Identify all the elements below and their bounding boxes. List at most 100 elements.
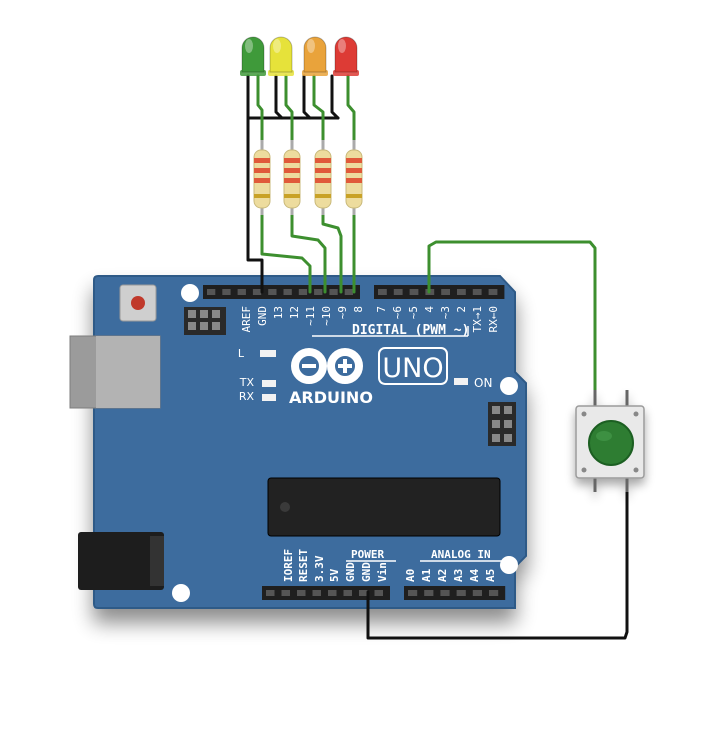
header-pin[interactable] <box>424 590 434 596</box>
analog-label: ANALOG IN <box>431 548 491 561</box>
digital-pin-label: 2 <box>455 306 468 313</box>
header-pin[interactable] <box>440 590 450 596</box>
header-pin[interactable] <box>297 590 306 596</box>
analog-pin-label: A4 <box>468 568 481 582</box>
digital-pin-label: ~10 <box>320 306 333 326</box>
header-pin[interactable] <box>393 289 403 295</box>
usb-port <box>69 335 161 409</box>
wire-button-ground <box>366 486 629 640</box>
digital-pin-label: 4 <box>423 306 436 313</box>
wire-button-signal <box>427 240 597 394</box>
arduino-logo: ARDUINO UNO <box>289 347 448 407</box>
header-pin[interactable] <box>472 590 482 596</box>
mounting-hole <box>172 584 190 602</box>
header-pin[interactable] <box>378 289 387 295</box>
power-header <box>262 586 390 600</box>
mounting-hole <box>181 284 199 302</box>
digital-pin-label: TX→1 <box>471 306 484 333</box>
led-red <box>333 36 359 76</box>
resistors <box>253 140 363 215</box>
header-pin[interactable] <box>266 590 275 596</box>
analog-pin-label: A1 <box>420 568 433 582</box>
analog-header <box>404 586 506 600</box>
mounting-hole <box>500 377 518 395</box>
logo-text: ARDUINO <box>289 388 373 407</box>
digital-header-right <box>374 285 505 299</box>
digital-pin-label: ~9 <box>336 306 349 319</box>
atmega-chip <box>267 477 501 537</box>
digital-pin-label: 13 <box>272 306 285 319</box>
header-pin[interactable] <box>328 590 337 596</box>
push-button[interactable] <box>575 390 645 492</box>
header-pin[interactable] <box>329 289 338 295</box>
header-pin[interactable] <box>408 590 418 596</box>
digital-label: DIGITAL (PWM ~) <box>352 323 469 338</box>
led-label-tx: TX <box>239 376 255 389</box>
header-pin[interactable] <box>409 289 419 295</box>
header-pin[interactable] <box>237 289 246 295</box>
led-label-rx: RX <box>239 390 255 403</box>
power-jack <box>78 532 164 590</box>
wires <box>246 74 629 640</box>
header-pin[interactable] <box>488 289 498 295</box>
analog-pin-label: A0 <box>404 569 417 582</box>
resistor <box>314 140 332 215</box>
header-pin[interactable] <box>472 289 482 295</box>
header-pin[interactable] <box>359 590 368 596</box>
digital-pin-label: GND <box>256 306 269 326</box>
analog-pin-label: A2 <box>436 569 449 582</box>
header-pin[interactable] <box>374 590 384 596</box>
uno-box <box>378 347 448 385</box>
power-pin-label: 3.3V <box>313 555 326 582</box>
power-label: POWER <box>351 548 384 561</box>
header-pin[interactable] <box>283 289 292 295</box>
digital-pin-label: 7 <box>375 306 388 313</box>
header-pin[interactable] <box>344 289 353 295</box>
header-pin[interactable] <box>456 590 466 596</box>
header-pin[interactable] <box>441 289 450 295</box>
header-pin[interactable] <box>281 590 291 596</box>
header-pin[interactable] <box>457 289 466 295</box>
digital-label-underline <box>312 326 469 337</box>
header-pin[interactable] <box>268 289 277 295</box>
model-label: UNO <box>382 353 443 384</box>
header-pin[interactable] <box>252 289 262 295</box>
digital-pin-label: RX←0 <box>487 306 500 333</box>
header-pin[interactable] <box>343 590 353 596</box>
wire-pin11 <box>290 206 327 294</box>
icsp-header <box>184 307 226 335</box>
button-cap[interactable] <box>588 420 634 466</box>
header-pin[interactable] <box>222 289 231 295</box>
digital-header-left <box>203 285 360 299</box>
digital-pin-label: ~3 <box>439 306 452 319</box>
header-pin[interactable] <box>312 590 322 596</box>
wire-led-ground <box>246 74 264 294</box>
digital-pin-label: ~11 <box>304 306 317 326</box>
power-pin-label: 5V <box>328 568 341 582</box>
digital-pin-label: ~5 <box>407 306 420 319</box>
resistor <box>283 140 301 215</box>
led-orange <box>302 36 328 76</box>
on-label: ON <box>474 376 492 390</box>
led-yellow <box>268 36 294 76</box>
infinity-icon <box>291 348 363 384</box>
header-pin[interactable] <box>298 289 308 295</box>
header-pin[interactable] <box>314 289 323 295</box>
led-green <box>240 36 266 76</box>
power-pin-label: RESET <box>297 549 310 582</box>
digital-pin-label: ~6 <box>391 306 404 319</box>
reset-button[interactable] <box>119 284 157 322</box>
mounting-hole <box>500 556 518 574</box>
icsp-header-2 <box>488 402 516 446</box>
header-pin[interactable] <box>207 289 216 295</box>
wire-pin10 <box>321 206 343 294</box>
onboard-led-labels: L TX RX ON <box>238 347 493 403</box>
power-pin-label: Vin <box>376 562 389 582</box>
analog-pin-label: A5 <box>484 569 497 582</box>
resistor <box>253 140 271 215</box>
leds <box>240 36 359 76</box>
header-pin[interactable] <box>489 590 499 596</box>
